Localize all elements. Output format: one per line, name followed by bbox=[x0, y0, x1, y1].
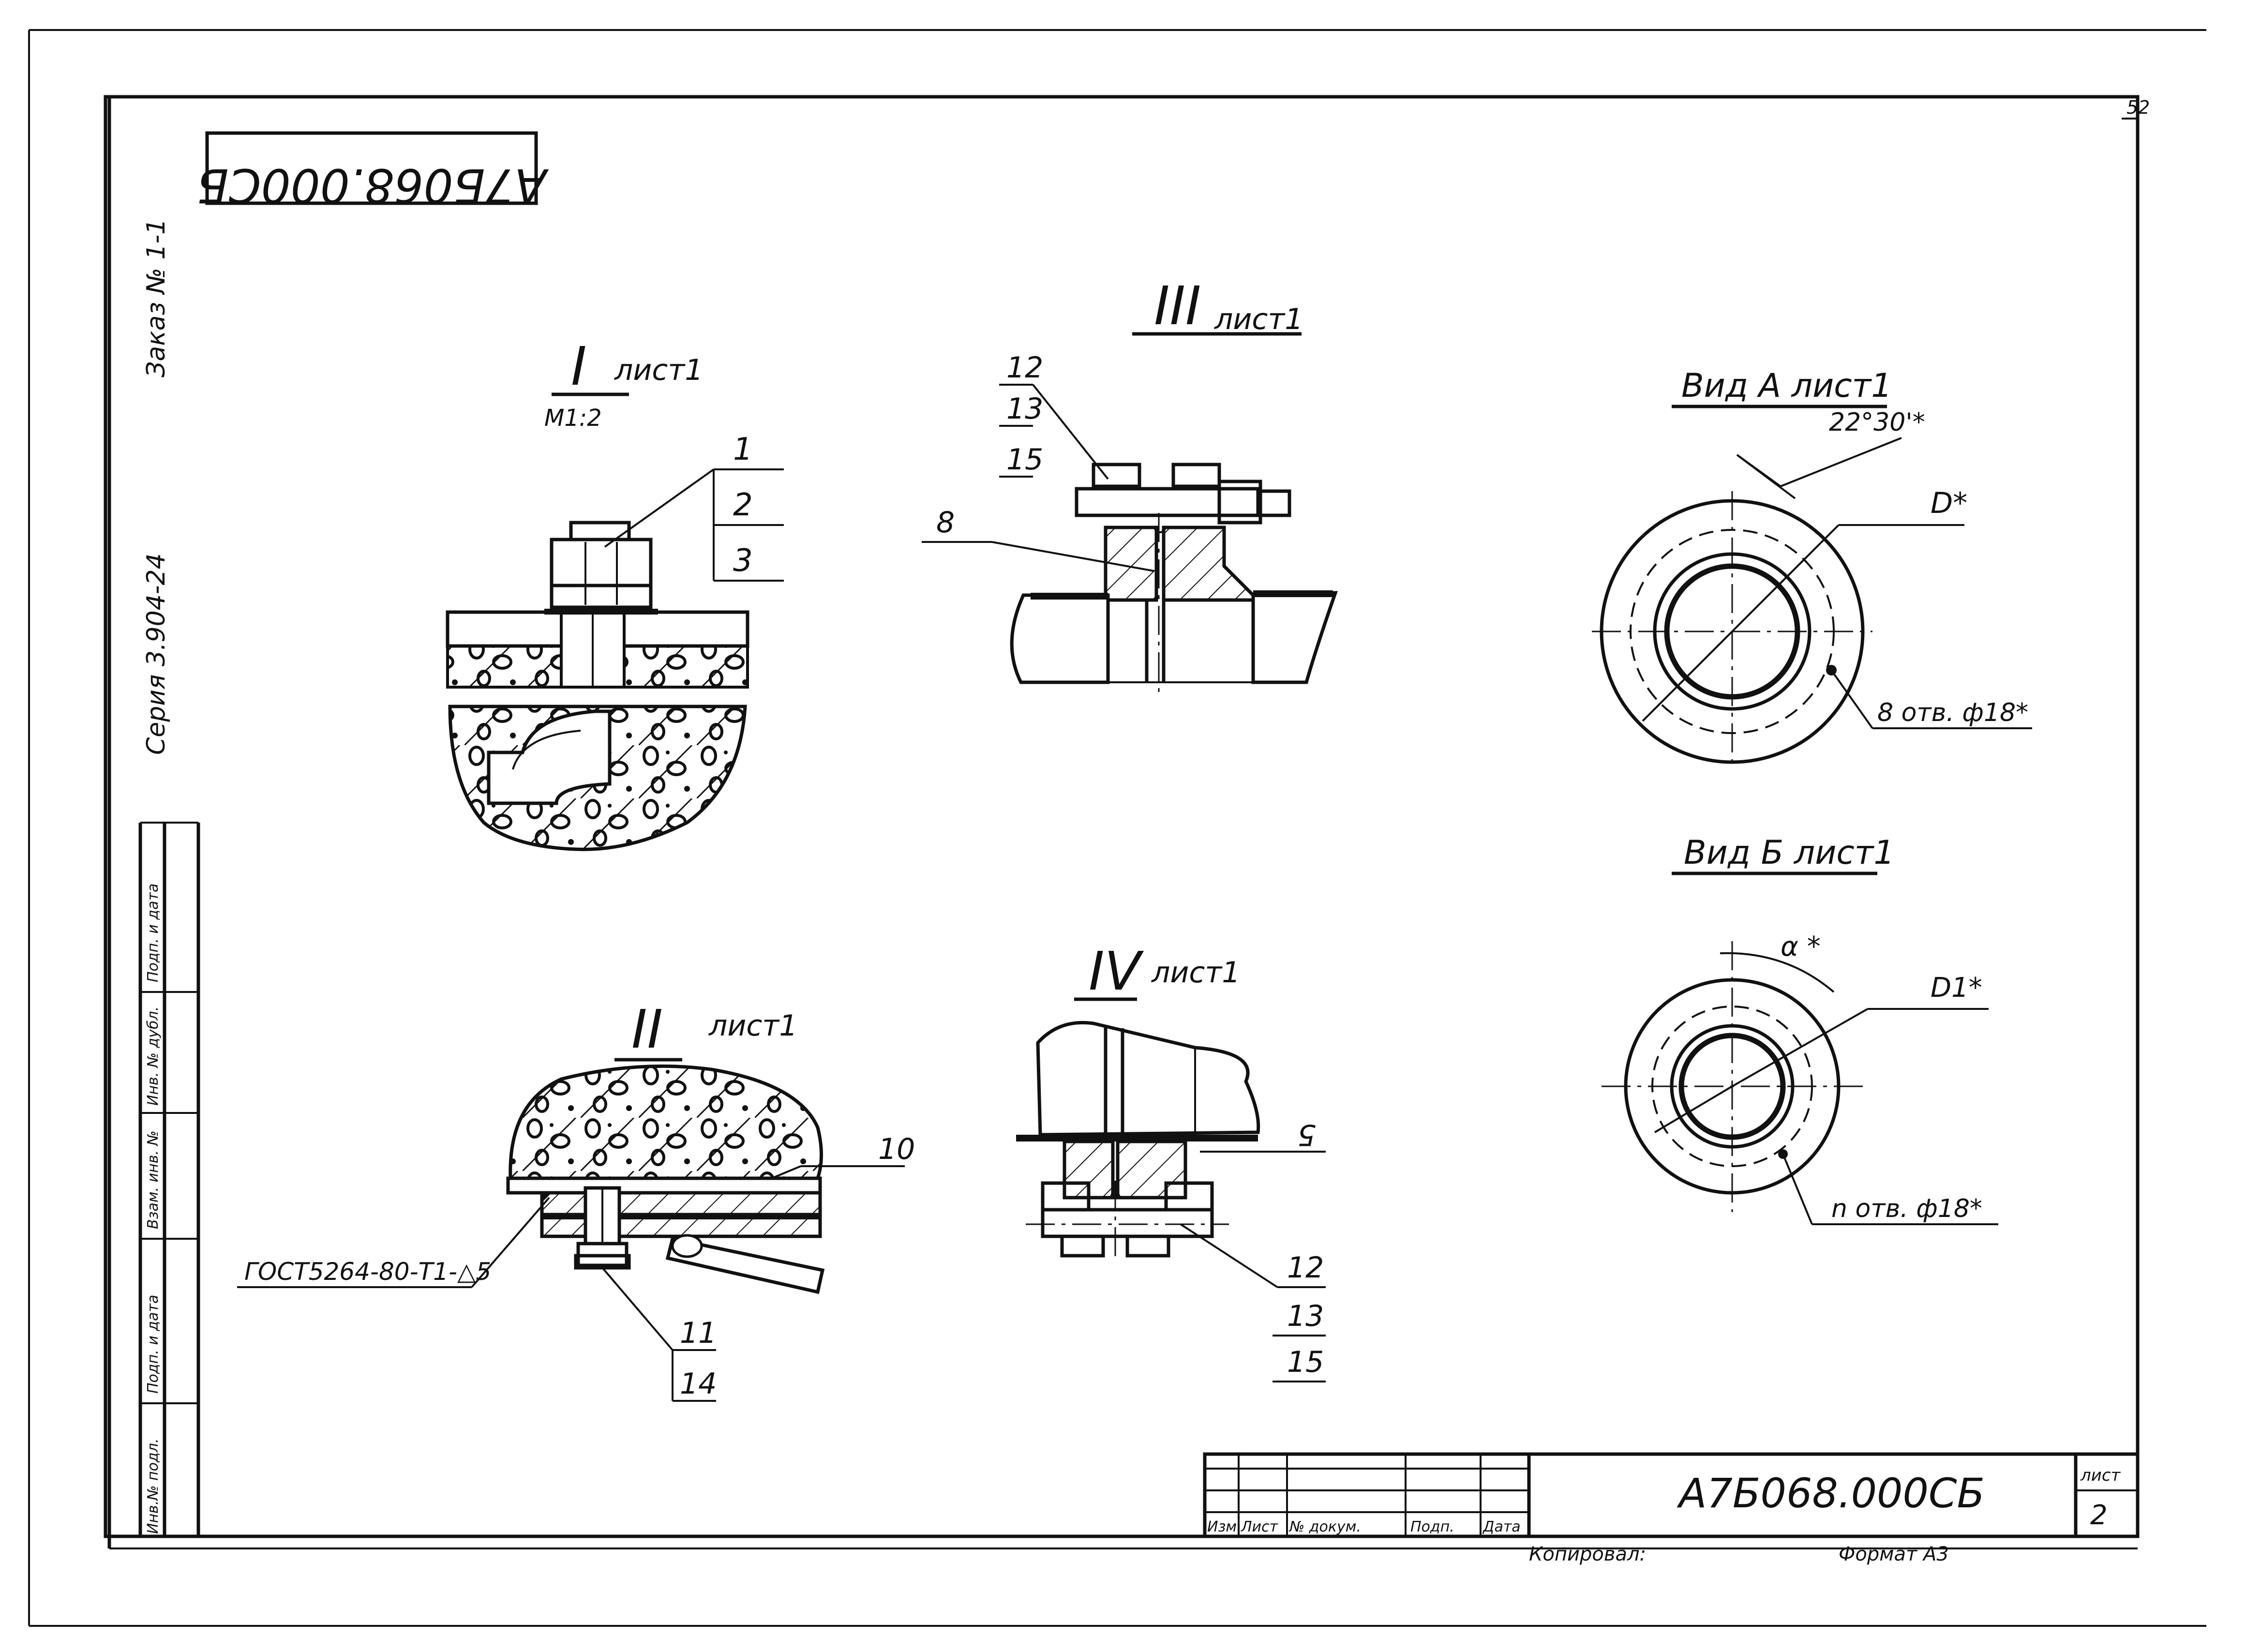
view-b-angle: α * bbox=[1781, 931, 1821, 962]
view-3-leader-13: 13 bbox=[1006, 392, 1043, 426]
view-a-diameter: D* bbox=[1931, 486, 1967, 520]
view-3-leader-15: 15 bbox=[1006, 443, 1043, 477]
side-note-series: Серия 3.904-24 bbox=[142, 553, 171, 755]
title-designation: А7Б068.000СБ bbox=[1677, 1470, 1985, 1517]
title-copied-by: Копировал: bbox=[1529, 1543, 1646, 1565]
view-1-caption: лист1 bbox=[614, 353, 703, 387]
side-stamp-cell-2: Подп. и дата bbox=[145, 1295, 162, 1394]
view-3: III лист1 12 13 15 8 bbox=[922, 275, 1338, 692]
top-stamp: А7Б068.000СБ bbox=[197, 131, 549, 212]
view-a-holes: 8 отв. ф18* bbox=[1877, 698, 2028, 727]
side-stamp-cell-4: Инв. № дубл. bbox=[145, 1006, 162, 1106]
view-1-scale: М1:2 bbox=[544, 405, 602, 432]
title-col-doc: № докум. bbox=[1288, 1518, 1361, 1535]
view-1-numeral: I bbox=[571, 335, 586, 397]
view-2-leader-11: 11 bbox=[680, 1316, 717, 1350]
side-stamp-cell-3: Взам. инв. № bbox=[145, 1130, 162, 1229]
view-4-numeral: IV bbox=[1089, 940, 1144, 1002]
view-2-numeral: II bbox=[631, 998, 663, 1060]
view-1-leader-3: 3 bbox=[733, 543, 753, 579]
title-col-change: Изм. bbox=[1207, 1518, 1242, 1535]
view-3-leader-12: 12 bbox=[1006, 351, 1043, 385]
title-block: Изм. Лист № докум. Подп. Дата А7Б068.000… bbox=[1203, 1452, 2140, 1565]
view-2-leader-14: 14 bbox=[680, 1367, 717, 1401]
view-a: Вид А лист1 22°30'* D* 8 отв. ф18* bbox=[1592, 367, 2032, 769]
view-3-numeral: III bbox=[1154, 275, 1201, 337]
view-4-leader-12: 12 bbox=[1287, 1251, 1324, 1285]
title-format: Формат А3 bbox=[1839, 1543, 1949, 1565]
top-stamp-text: А7Б068.000СБ bbox=[197, 158, 549, 212]
view-b: Вид Б лист1 α * D1* n отв. ф18* bbox=[1602, 834, 1998, 1225]
side-stamp: Инв.№ подл. Подп. и дата Взам. инв. № Ин… bbox=[138, 822, 200, 1536]
view-a-title: Вид А лист1 bbox=[1681, 367, 1892, 405]
view-4-leader-15: 15 bbox=[1287, 1345, 1324, 1379]
title-col-sign: Подп. bbox=[1410, 1518, 1454, 1535]
view-4-leader-13: 13 bbox=[1287, 1299, 1324, 1333]
view-b-diameter: D1* bbox=[1931, 972, 1982, 1004]
title-sheet-number: 2 bbox=[2090, 1500, 2108, 1531]
title-col-sheet: Лист bbox=[1241, 1518, 1279, 1535]
view-b-title: Вид Б лист1 bbox=[1684, 834, 1895, 872]
title-sheet-label: лист bbox=[2080, 1466, 2121, 1485]
view-4: IV лист1 5 12 13 15 bbox=[1016, 940, 1326, 1382]
view-3-caption: лист1 bbox=[1214, 302, 1303, 336]
view-4-leader-5: 5 bbox=[1298, 1118, 1316, 1152]
side-stamp-cell-1: Инв.№ подл. bbox=[145, 1439, 162, 1534]
sheet-frame bbox=[28, 29, 2206, 1627]
view-4-caption: лист1 bbox=[1151, 956, 1240, 990]
view-1-leader-1: 1 bbox=[733, 432, 753, 467]
view-1-leader-2: 2 bbox=[733, 487, 753, 523]
view-3-leader-8: 8 bbox=[936, 506, 955, 540]
side-note-order: Заказ № 1-1 bbox=[142, 219, 171, 377]
view-2-gost: ГОСТ5264-80-Т1-△5 bbox=[244, 1258, 491, 1286]
view-b-holes: n отв. ф18* bbox=[1831, 1194, 1982, 1223]
view-2: II лист1 10 ГОСТ5264-80-Т1-△5 11 14 bbox=[237, 998, 915, 1402]
side-stamp-cell-5: Подп. и дата bbox=[145, 884, 162, 982]
view-a-angle: 22°30'* bbox=[1829, 408, 1925, 437]
view-2-leader-10: 10 bbox=[878, 1132, 915, 1166]
view-1: I лист1 М1:2 1 2 3 bbox=[446, 335, 784, 851]
page-number: 52 bbox=[2126, 97, 2150, 118]
view-2-caption: лист1 bbox=[708, 1009, 797, 1043]
title-col-date: Дата bbox=[1482, 1518, 1521, 1535]
